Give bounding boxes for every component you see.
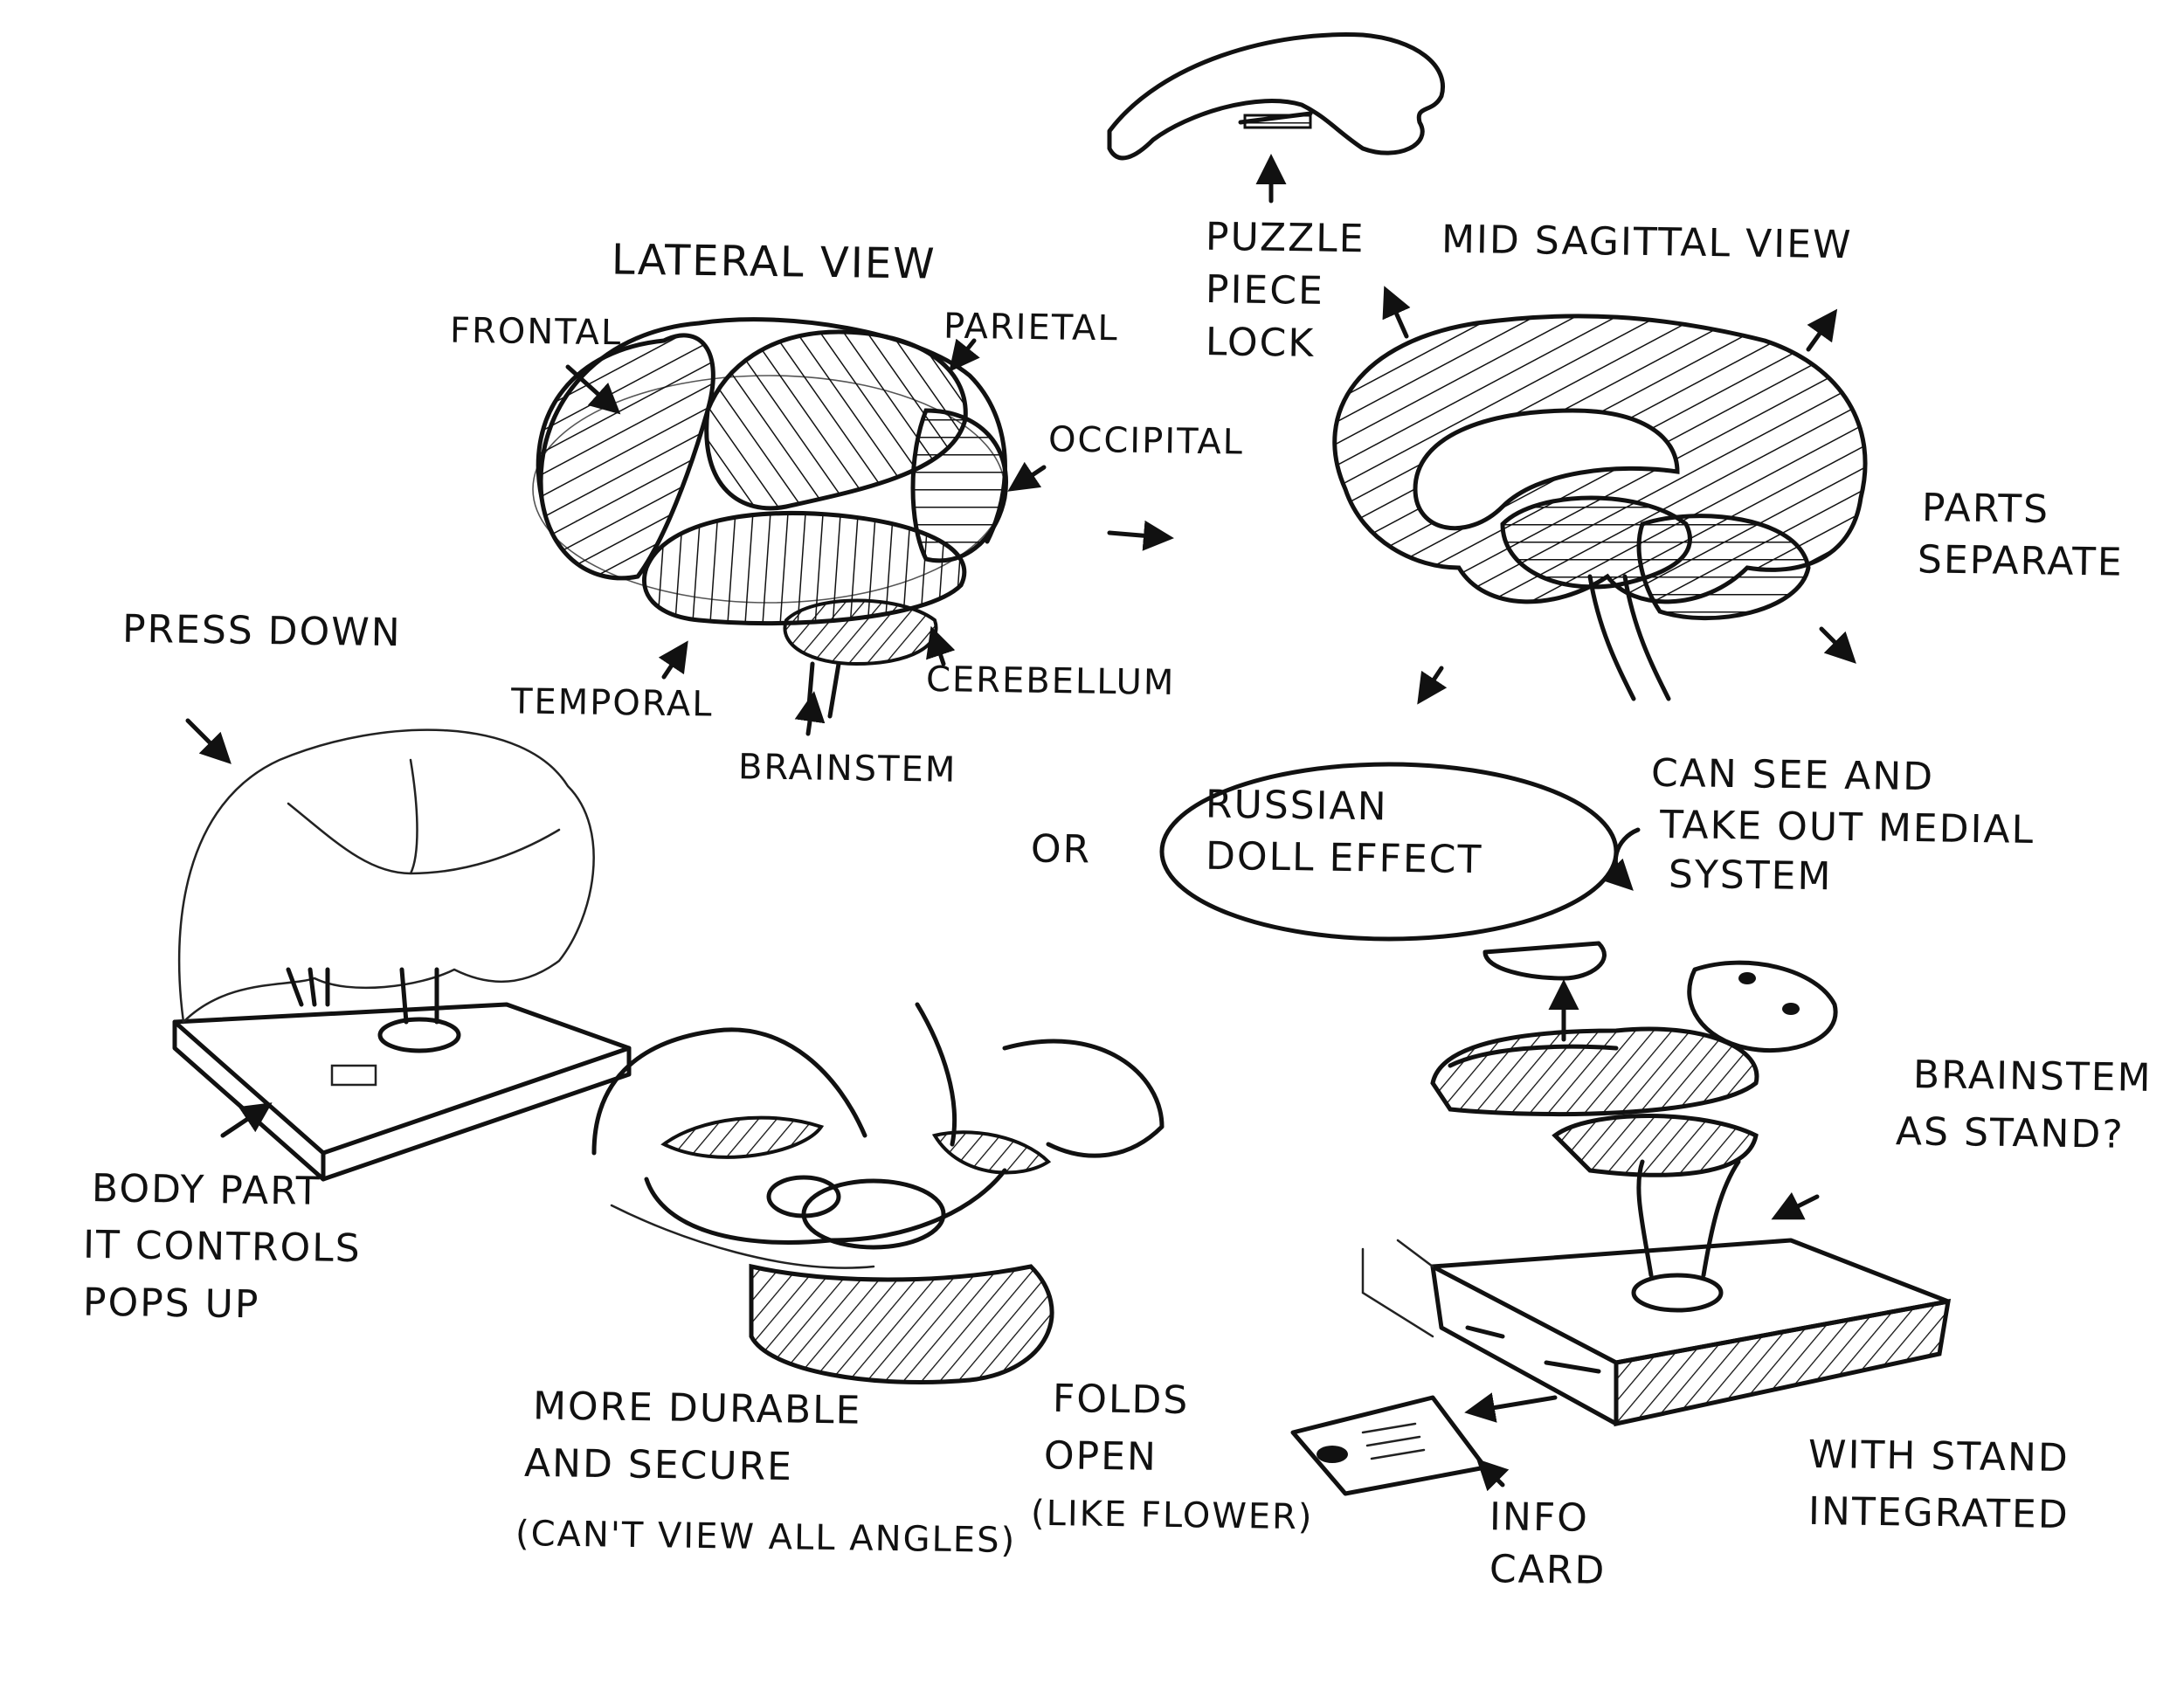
- temporal-label: TEMPORAL: [510, 681, 714, 725]
- body-part-1: BODY PART: [91, 1166, 321, 1214]
- with-stand-1: WITH STAND: [1807, 1432, 2070, 1481]
- mid-sagittal-brain: [1332, 286, 1868, 705]
- folds-open-model: [591, 1002, 1165, 1385]
- press-down-model: [172, 718, 632, 1182]
- folds-open-1: FOLDS: [1052, 1376, 1190, 1424]
- with-stand-2: INTEGRATED: [1807, 1488, 2070, 1538]
- cerebellum-label: CEREBELLUM: [925, 659, 1176, 703]
- brainstem-label: BRAINSTEM: [737, 747, 957, 790]
- parts-separate-2: SEPARATE: [1917, 537, 2125, 585]
- russian-doll-2: DOLL EFFECT: [1205, 833, 1483, 883]
- more-durable-1: MORE DURABLE: [532, 1384, 862, 1433]
- puzzle-label-2: PIECE: [1205, 267, 1325, 314]
- mid-sagittal-title: MID SAGITTAL VIEW: [1441, 217, 1853, 268]
- parietal-label: PARIETAL: [943, 306, 1120, 349]
- frontal-label: FRONTAL: [449, 310, 623, 354]
- info-card-2: CARD: [1489, 1547, 1607, 1593]
- folds-open-3: (LIKE FLOWER): [1030, 1493, 1314, 1538]
- brainstem-stand-1: BRAINSTEM: [1912, 1053, 2153, 1101]
- parts-separate-1: PARTS: [1921, 485, 2050, 533]
- brainstem-stand-2: AS STAND?: [1895, 1109, 2125, 1157]
- body-part-2: IT CONTROLS: [82, 1222, 362, 1272]
- or-label: OR: [1030, 826, 1092, 873]
- russian-doll-1: RUSSIAN: [1205, 782, 1388, 830]
- transition-arrow: [1107, 520, 1174, 551]
- puzzle-piece-drawing: [1107, 32, 1445, 204]
- medial-system-2: TAKE OUT MEDIAL: [1659, 803, 2035, 852]
- body-part-3: POPS UP: [82, 1280, 260, 1328]
- info-card-1: INFO: [1489, 1494, 1590, 1541]
- lateral-view-title: LATERAL VIEW: [611, 235, 936, 289]
- occipital-label: OCCIPITAL: [1047, 419, 1245, 463]
- stand-integrated-model: [1290, 827, 1952, 1496]
- press-down-label: PRESS DOWN: [121, 606, 403, 656]
- folds-open-2: OPEN: [1043, 1433, 1158, 1480]
- medial-system-3: SYSTEM: [1668, 852, 1833, 900]
- puzzle-label-1: PUZZLE: [1205, 214, 1365, 262]
- lateral-view-brain: [532, 317, 1047, 736]
- more-durable-2: AND SECURE: [523, 1440, 794, 1490]
- puzzle-label-3: LOCK: [1205, 320, 1316, 366]
- more-durable-3: (CAN'T VIEW ALL ANGLES): [515, 1514, 1017, 1561]
- medial-system-1: CAN SEE AND: [1650, 750, 1935, 800]
